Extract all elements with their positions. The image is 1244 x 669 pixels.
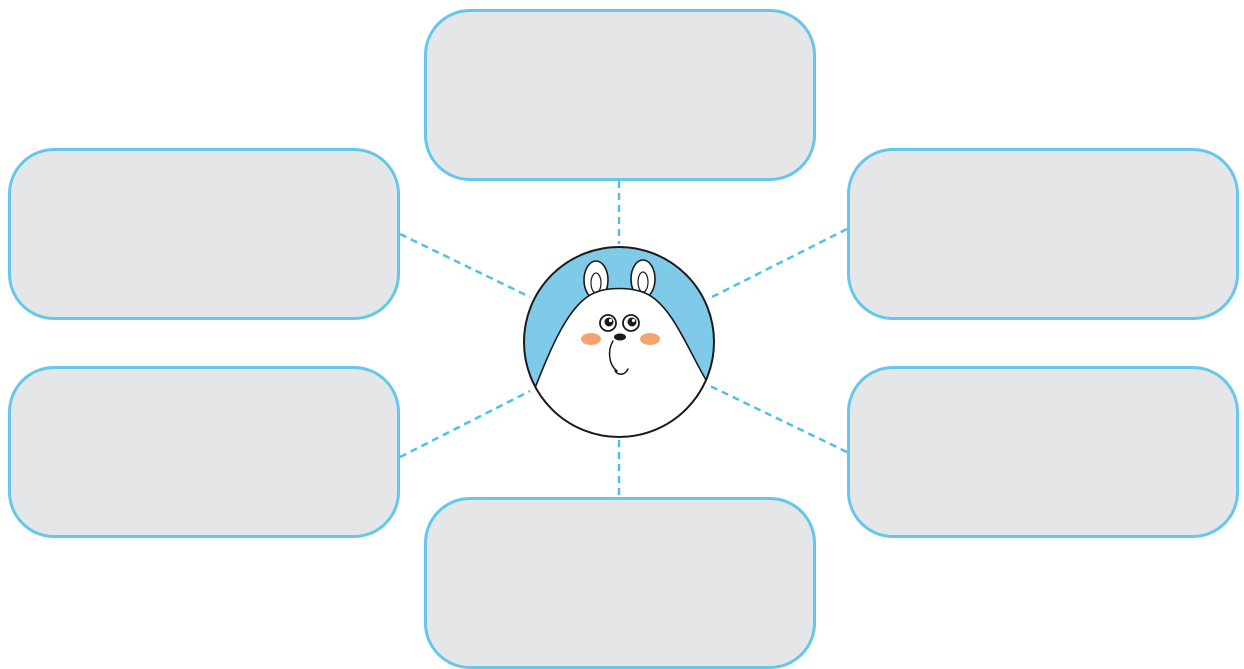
box-lower-left[interactable] bbox=[8, 366, 400, 538]
box-bottom[interactable] bbox=[424, 497, 816, 669]
box-upper-right[interactable] bbox=[847, 148, 1239, 320]
connector-upper-right bbox=[708, 229, 847, 299]
nose bbox=[614, 334, 626, 341]
box-upper-left[interactable] bbox=[8, 148, 400, 320]
connector-upper-left bbox=[400, 234, 530, 297]
box-top[interactable] bbox=[424, 9, 816, 181]
connector-lower-left bbox=[400, 391, 530, 457]
central-hub bbox=[519, 243, 719, 443]
right-blush bbox=[640, 333, 660, 345]
box-lower-right[interactable] bbox=[847, 366, 1239, 538]
connector-lower-right bbox=[708, 385, 847, 452]
left-blush bbox=[581, 333, 601, 345]
bear-face-icon bbox=[519, 243, 719, 443]
left-eye bbox=[600, 315, 616, 331]
right-eye bbox=[623, 315, 639, 331]
